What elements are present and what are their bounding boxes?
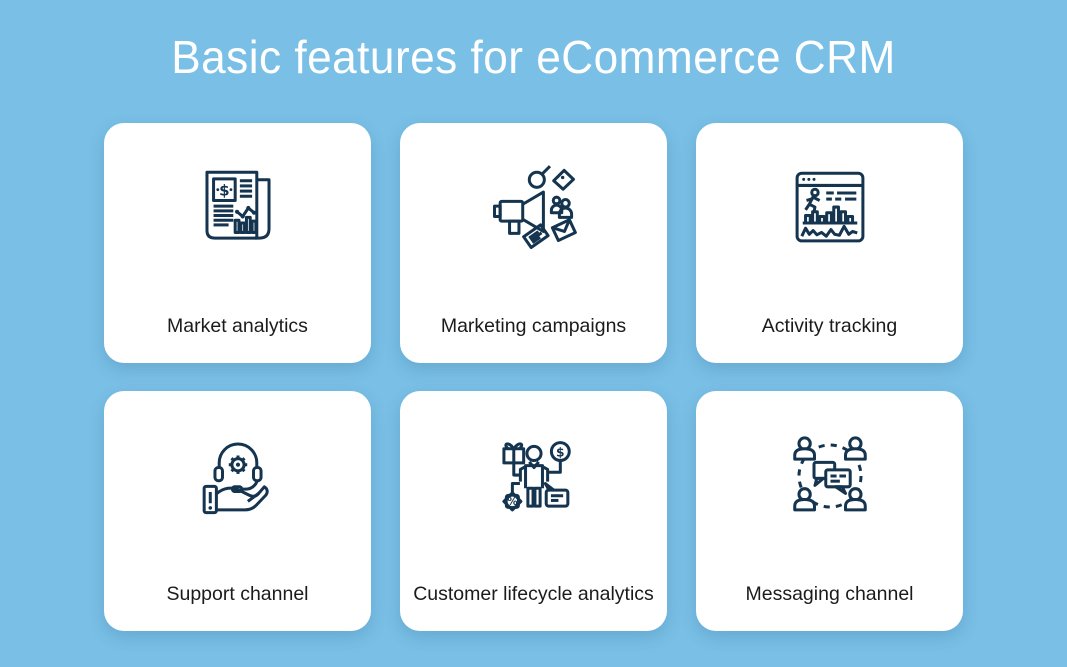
- svg-text:%: %: [507, 496, 518, 508]
- group-chat-icon: [792, 436, 867, 512]
- customer-lifecycle-icon: $ %: [501, 441, 571, 512]
- feature-card-market-analytics: $: [104, 123, 371, 363]
- feature-card-marketing-campaigns: Marketing campaigns: [400, 123, 667, 363]
- card-label: Messaging channel: [745, 583, 914, 605]
- feature-card-support-channel: Support channel: [104, 391, 371, 631]
- card-label: Customer lifecycle analytics: [413, 583, 654, 605]
- card-label: Activity tracking: [761, 315, 898, 337]
- svg-text:$: $: [219, 181, 229, 199]
- newspaper-analytics-icon: $: [204, 170, 271, 240]
- card-label: Support channel: [166, 583, 309, 605]
- headset-hand-icon: [202, 442, 269, 515]
- card-label: Marketing campaigns: [440, 315, 627, 337]
- svg-text:$: $: [556, 445, 565, 459]
- megaphone-campaign-icon: [492, 165, 577, 250]
- features-grid: $: [104, 123, 963, 631]
- browser-activity-icon: [795, 171, 864, 243]
- feature-card-messaging-channel: Messaging channel: [696, 391, 963, 631]
- feature-card-activity-tracking: Activity tracking: [696, 123, 963, 363]
- feature-card-customer-lifecycle: $ % Customer lifecycle analytics: [400, 391, 667, 631]
- card-label: Market analytics: [167, 315, 308, 337]
- page-title: Basic features for eCommerce CRM: [171, 31, 896, 83]
